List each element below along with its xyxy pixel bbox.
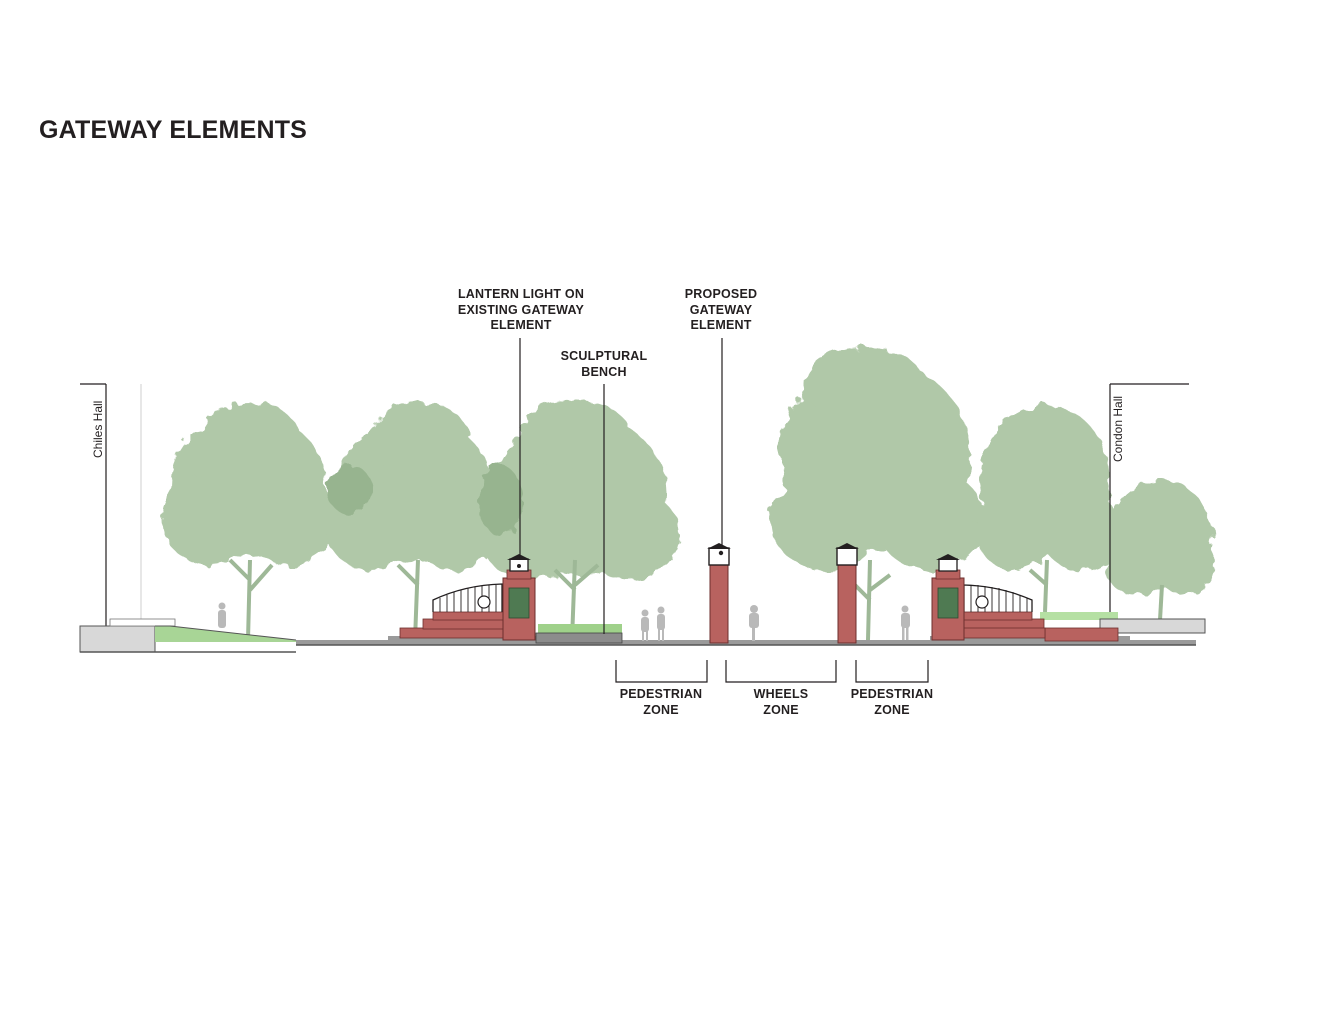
cyclist: [749, 605, 759, 641]
proposed-gateway-callout: PROPOSED GATEWAY ELEMENT: [684, 287, 758, 332]
person-left: [218, 602, 226, 628]
tree-3: [478, 400, 680, 580]
wheels-zone-label: WHEELS ZONE: [753, 687, 809, 717]
wheels-zone-bracket: [725, 660, 837, 683]
leader-lines: [519, 338, 723, 634]
zone-brackets: [615, 660, 929, 683]
tree-2: [325, 402, 500, 570]
chiles-hall-label: Chiles Hall: [91, 400, 105, 458]
ground: [80, 640, 1196, 653]
pedestrian-zone-right-bracket: [855, 660, 929, 683]
sculptural-bench: [535, 624, 623, 644]
proposed-gateway-left: [707, 543, 731, 644]
tree-4: [770, 347, 985, 570]
right-plinth: [1040, 612, 1206, 634]
sculptural-bench-callout: SCULPTURAL BENCH: [560, 349, 648, 379]
proposed-gateway-right: [835, 543, 859, 644]
pedestrian-zone-left-label: PEDESTRIAN ZONE: [619, 687, 703, 717]
existing-gateway-right: [930, 554, 1130, 642]
pedestrian-1: [641, 609, 649, 641]
trees: [162, 347, 1215, 595]
pedestrian-zone-right-label: PEDESTRIAN ZONE: [850, 687, 934, 717]
tree-6: [1105, 480, 1215, 595]
condon-hall-outline: [1109, 383, 1189, 618]
people: [218, 602, 910, 641]
tree-1: [162, 402, 338, 565]
existing-gateway-left: [388, 554, 538, 642]
pedestrian-3: [901, 605, 910, 640]
page-title: GATEWAY ELEMENTS: [39, 116, 308, 144]
chiles-hall-outline: [80, 383, 142, 626]
pedestrian-2: [657, 606, 665, 641]
tree-5: [975, 405, 1120, 570]
lantern-light-callout: LANTERN LIGHT ON EXISTING GATEWAY ELEMEN…: [457, 287, 585, 332]
left-plinth: [79, 618, 297, 653]
condon-hall-label: Condon Hall: [1111, 395, 1125, 462]
tree-trunks: [228, 558, 1164, 641]
pedestrian-zone-left-bracket: [615, 660, 708, 683]
